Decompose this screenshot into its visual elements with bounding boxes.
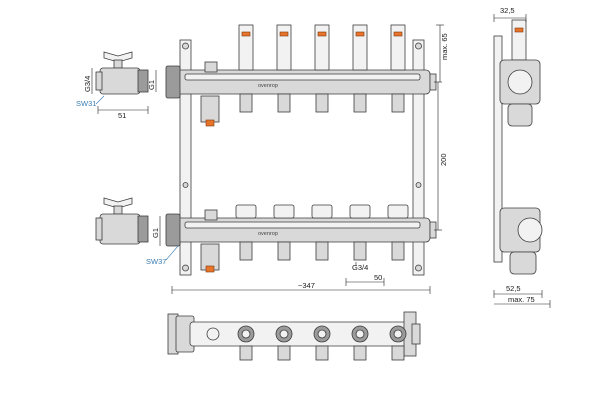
callout-wrench-lower: SW37 <box>146 257 166 266</box>
top-inlet-nut <box>165 65 181 99</box>
dim-side-top: 32,5 <box>500 6 515 15</box>
outlets-top <box>239 93 405 113</box>
outlets-lower <box>239 241 405 261</box>
dim-thread-side: G1 <box>147 80 156 90</box>
valve-caps-lower <box>235 204 409 219</box>
dim-thread-top: G3/4 <box>83 76 92 92</box>
lower-brand-label: ovenrop <box>258 231 278 237</box>
dim-side-bottom: 52,5 <box>506 284 521 293</box>
bracket-right <box>412 39 425 276</box>
dim-max-top: max. 65 <box>440 33 449 60</box>
dim-thread-lower: G1 <box>151 228 160 238</box>
bottom-view <box>167 311 421 361</box>
ball-valve-lower <box>95 197 149 245</box>
side-dimensions: 32,5 52,5 max. 75 <box>493 6 551 308</box>
flow-meters-top <box>238 24 406 71</box>
dim-port-spacing: 50 <box>374 273 382 282</box>
lower-inlet-nut <box>165 213 181 247</box>
ball-valve-lower-callout: SW37 <box>146 245 179 266</box>
front-view: ovenrop ovenrop <box>165 24 437 276</box>
ball-valve-top-dimensions: 51 G3/4 G1 SW31 <box>76 68 157 120</box>
top-brand-label: ovenrop <box>258 83 278 89</box>
callout-wrench-top: SW31 <box>76 99 96 108</box>
dim-overall-length: ~347 <box>298 281 315 290</box>
side-view <box>493 19 543 275</box>
lower-vent <box>204 209 218 221</box>
top-drain-valve <box>200 95 220 123</box>
dim-length-valve: 51 <box>118 111 126 120</box>
dim-port-thread: G3/4 <box>352 263 368 272</box>
front-dimensions: max. 65 200 ~347 50 G3/4 G1 <box>151 24 449 294</box>
ball-valve-top <box>95 51 149 95</box>
top-vent <box>204 61 218 73</box>
bracket-left <box>179 39 192 276</box>
dim-height-between: 200 <box>439 153 448 166</box>
dim-side-max: max. 75 <box>508 295 535 304</box>
